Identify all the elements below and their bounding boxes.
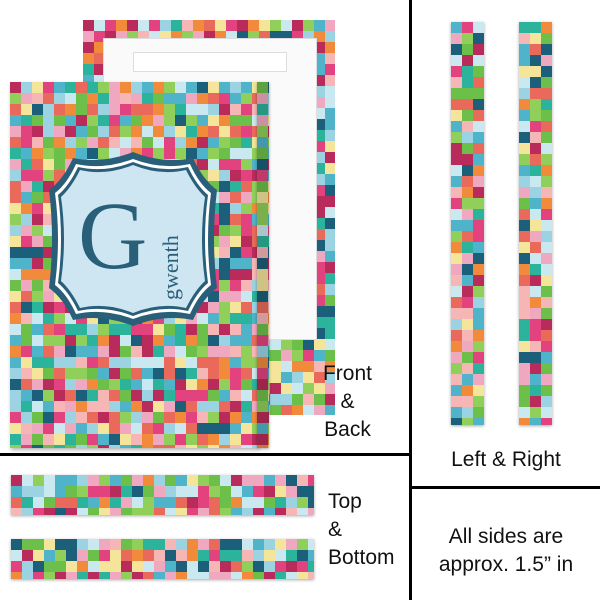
front-label: Front bbox=[322, 362, 372, 385]
monogram-name: gwenth bbox=[158, 235, 183, 300]
canvas-inner-stretcher-bar bbox=[133, 52, 287, 72]
front-back-label: Front & Back bbox=[300, 360, 395, 444]
bottom-label: Bottom bbox=[328, 546, 395, 569]
note-line-1: All sides are bbox=[448, 525, 564, 548]
divider-right-horizontal bbox=[410, 486, 600, 489]
monogram-letter: G bbox=[78, 182, 148, 289]
monogram-plaque bbox=[49, 152, 217, 326]
right-side-strip bbox=[519, 22, 552, 425]
divider-vertical bbox=[409, 0, 412, 600]
top-side-strip bbox=[11, 475, 314, 515]
left-right-label: Left & Right bbox=[451, 448, 561, 471]
dimensions-note: All sides are approx. 1.5” in bbox=[412, 523, 600, 579]
top-bottom-label: Top & Bottom bbox=[328, 488, 408, 572]
note-line-2: approx. 1.5” in bbox=[438, 553, 574, 576]
bottom-side-strip bbox=[11, 539, 314, 579]
canvas-front-side bbox=[257, 82, 269, 448]
left-side-strip bbox=[451, 22, 484, 425]
ampersand-label: & bbox=[340, 390, 355, 413]
back-label: Back bbox=[324, 418, 371, 441]
ampersand-label: & bbox=[328, 518, 343, 541]
divider-left-horizontal bbox=[0, 453, 410, 456]
top-label: Top bbox=[328, 490, 362, 513]
